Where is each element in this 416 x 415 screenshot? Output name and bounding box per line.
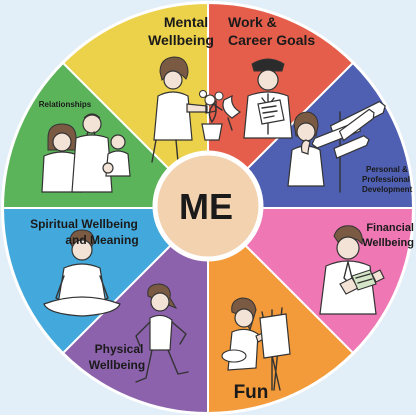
woman-jogging-icon bbox=[135, 283, 189, 383]
label-personal-line-1: Personal & bbox=[366, 165, 408, 174]
thinking-woman-at-signpost-icon bbox=[287, 100, 386, 193]
label-physical-line-2: Wellbeing bbox=[89, 358, 145, 372]
label-spiritual-line-2: and Meaning bbox=[65, 233, 138, 247]
center-label: ME bbox=[179, 186, 233, 227]
label-financial-line-2: Wellbeing bbox=[362, 237, 414, 249]
center-hub[interactable] bbox=[152, 150, 264, 262]
label-relationships-line-1: Relationships bbox=[39, 100, 92, 109]
label-fun-line-1: Fun bbox=[234, 382, 269, 403]
man-counting-money-icon bbox=[319, 225, 385, 315]
label-physical-line-1: Physical bbox=[95, 342, 144, 356]
label-fun: Fun bbox=[234, 382, 269, 403]
meditating-man-icon bbox=[43, 229, 121, 317]
segment-mental[interactable] bbox=[61, 1, 209, 211]
label-work-line-2: Career Goals bbox=[228, 32, 315, 48]
family-group-icon bbox=[41, 113, 131, 193]
label-personal-line-3: Development bbox=[362, 185, 413, 194]
label-mental-line-1: Mental bbox=[164, 14, 208, 30]
label-financial-line-1: Financial bbox=[366, 222, 414, 234]
svg-text:Work &Career Goals: Work & Career Goals bbox=[228, 14, 315, 48]
label-spiritual-line-1: Spiritual Wellbeing bbox=[30, 217, 138, 231]
label-spiritual: Spiritual Wellbeing and Meaning bbox=[30, 217, 139, 247]
pilot-with-clipboard-icon bbox=[222, 58, 293, 139]
segment-physical[interactable] bbox=[61, 205, 209, 415]
label-personal-line-2: Professional bbox=[362, 175, 410, 184]
label-mental-line-2: Wellbeing bbox=[148, 32, 214, 48]
label-relationships: Relationships bbox=[39, 100, 92, 109]
painter-at-easel-icon bbox=[221, 297, 291, 391]
label-work: Work & Career Goals bbox=[228, 14, 315, 48]
woman-watering-plant-icon bbox=[151, 56, 224, 163]
label-work-line-1: Work & bbox=[228, 14, 277, 30]
segment-spiritual[interactable] bbox=[1, 207, 211, 355]
